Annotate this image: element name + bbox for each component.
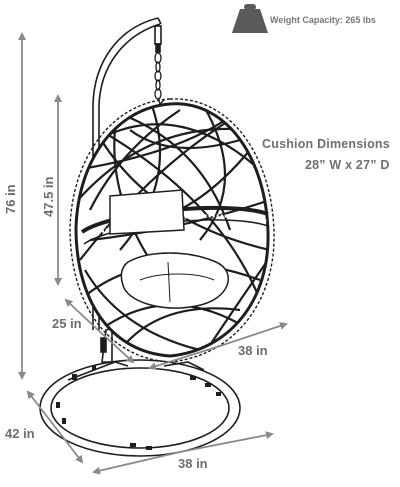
stand-pole: [92, 17, 162, 330]
chain: [154, 52, 165, 106]
arrow-base-width-left: [92, 451, 181, 475]
cushion-dimensions-value: 28” W x 27” D: [305, 158, 390, 172]
weight-capacity-text: Weight Capacity: 265 lbs: [270, 15, 376, 25]
egg-chair: [69, 98, 275, 363]
chair-depth-label: 25 in: [52, 316, 82, 331]
chair-height-label: 47.5 in: [41, 176, 56, 217]
weight-icon: [232, 4, 268, 33]
arrow-width-left: [148, 345, 221, 371]
arrow-width-right: [219, 322, 288, 347]
arrow-base-width-right: [179, 431, 274, 453]
arrow-depth-left: [64, 298, 99, 331]
cushion-dimensions-title: Cushion Dimensions: [262, 137, 390, 151]
base-width-label: 38 in: [178, 456, 208, 471]
base-feet: [56, 365, 221, 450]
dimension-arrows: [18, 32, 288, 475]
total-height-label: 76 in: [3, 184, 18, 214]
base-depth-label: 42 in: [5, 426, 35, 441]
arrow-base-depth-bottom: [55, 427, 84, 464]
arrow-base-depth-top: [26, 390, 57, 429]
arrow-depth-right: [97, 329, 135, 364]
chair-width-label: 38 in: [238, 343, 268, 358]
